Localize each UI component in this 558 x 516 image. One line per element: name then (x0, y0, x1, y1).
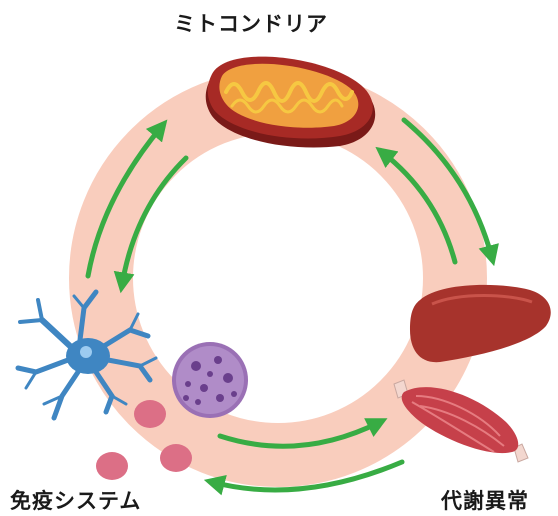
immune-cell-icon (172, 342, 248, 418)
label-metabolic-disorder: 代謝異常 (441, 485, 529, 515)
label-mitochondria: ミトコンドリア (174, 8, 328, 38)
label-immune-system: 免疫システム (10, 485, 141, 515)
liver-icon (410, 285, 551, 362)
